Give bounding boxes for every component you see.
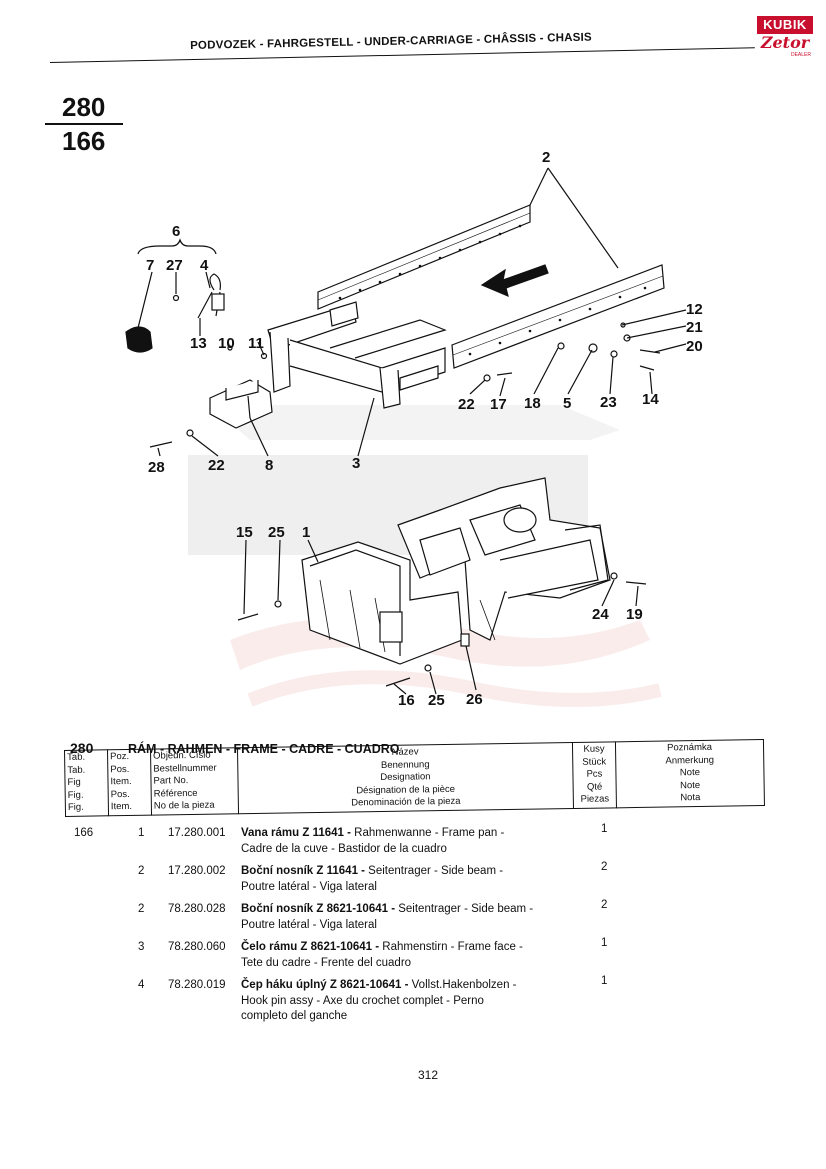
page-number: 312 [418, 1068, 439, 1082]
row-pos: 1 [138, 827, 145, 839]
section-title: 280 RÁM - RAHMEN - FRAME - CADRE - CUADRO [70, 740, 630, 756]
row-qty: 1 [601, 823, 608, 835]
row-pos: 3 [138, 941, 145, 953]
row-part-no: 17.280.001 [168, 827, 226, 839]
callout-22b: 22 [208, 457, 225, 474]
callout-21: 21 [686, 319, 703, 336]
callout-7: 7 [146, 257, 154, 274]
row-qty: 2 [601, 899, 608, 911]
row-designation: Boční nosník Z 11641 - Seitentrager - Si… [241, 865, 504, 893]
exploded-parts-drawing: 2 6 7 27 4 13 10 11 12 21 20 22 17 18 5 … [125, 149, 703, 709]
callout-1: 1 [302, 524, 310, 541]
callout-6: 6 [172, 223, 180, 240]
row-part-no: 78.280.019 [168, 979, 226, 991]
callout-28: 28 [148, 459, 165, 476]
logo-kubik-text: KUBIK [757, 16, 813, 34]
callout-13: 13 [190, 335, 207, 352]
callout-14: 14 [642, 391, 659, 408]
callout-labels: 2 6 7 27 4 13 10 11 12 21 20 22 17 18 5 … [146, 149, 703, 709]
drawing-lines [125, 167, 687, 695]
row-pos: 2 [138, 903, 145, 915]
callout-4: 4 [200, 257, 209, 274]
callout-20: 20 [686, 338, 703, 355]
callout-25a: 25 [268, 524, 285, 541]
col-pos: Poz.Pos.Item.Pos.Item. [107, 749, 152, 816]
figure-number: 166 [62, 126, 106, 156]
table-row: 3 78.280.060 Čelo rámu Z 8621-10641 - Ra… [64, 937, 764, 978]
row-designation: Čep háku úplný Z 8621-10641 - Vollst.Hak… [241, 979, 517, 1022]
row-designation: Boční nosník Z 8621-10641 - Seitentrager… [241, 903, 534, 931]
section-number: 280 [70, 740, 94, 756]
row-tab: 166 [74, 827, 94, 839]
callout-18: 18 [524, 395, 541, 412]
parts-list: 166 1 17.280.001 Vana rámu Z 11641 - Rah… [64, 823, 764, 1032]
callout-22a: 22 [458, 396, 475, 413]
row-qty: 1 [601, 975, 608, 987]
callout-8: 8 [265, 457, 273, 474]
logo-dealer-text: DEALER [790, 52, 811, 58]
callout-23: 23 [600, 394, 617, 411]
callout-5: 5 [563, 395, 571, 412]
kubik-zetor-logo: KUBIK Zetor DEALER [757, 16, 813, 60]
row-part-no: 78.280.028 [168, 903, 226, 915]
callout-3: 3 [352, 455, 360, 472]
row-pos: 4 [138, 979, 145, 991]
callout-27: 27 [166, 257, 183, 274]
callout-17: 17 [490, 396, 507, 413]
callout-10: 10 [218, 335, 235, 352]
table-row: 4 78.280.019 Čep háku úplný Z 8621-10641… [64, 975, 764, 1032]
callout-2: 2 [542, 149, 550, 166]
callout-24: 24 [592, 606, 609, 623]
row-qty: 1 [601, 937, 608, 949]
callout-15: 15 [236, 524, 253, 541]
callout-25b: 25 [428, 692, 445, 709]
row-qty: 2 [601, 861, 608, 873]
callout-12: 12 [686, 301, 703, 318]
table-row: 166 1 17.280.001 Vana rámu Z 11641 - Rah… [64, 823, 764, 864]
tab-number: 280 [62, 92, 106, 122]
row-pos: 2 [138, 865, 145, 877]
callout-11: 11 [248, 335, 264, 352]
row-part-no: 78.280.060 [168, 941, 226, 953]
logo-zetor-text: Zetor [760, 33, 810, 52]
section-name: RÁM - RAHMEN - FRAME - CADRE - CUADRO [128, 742, 400, 756]
fraction-rule [45, 123, 123, 125]
row-part-no: 17.280.002 [168, 865, 226, 877]
row-designation: Vana rámu Z 11641 - Rahmenwanne - Frame … [241, 827, 505, 855]
row-designation: Čelo rámu Z 8621-10641 - Rahmenstirn - F… [241, 941, 523, 969]
callout-26: 26 [466, 691, 483, 708]
callout-16: 16 [398, 692, 415, 709]
beam-holes [338, 224, 647, 356]
table-row: 2 17.280.002 Boční nosník Z 11641 - Seit… [64, 861, 764, 902]
table-row: 2 78.280.028 Boční nosník Z 8621-10641 -… [64, 899, 764, 940]
callout-19: 19 [626, 606, 643, 623]
